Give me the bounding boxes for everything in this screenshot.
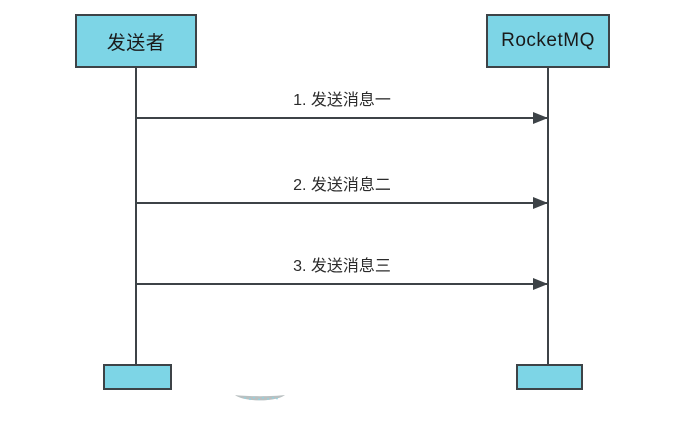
message-2-label: 2. 发送消息二 bbox=[293, 177, 391, 194]
ellipse-sliver-artifact bbox=[235, 395, 285, 401]
lifeline-foot-sender bbox=[103, 364, 172, 390]
message-2-line bbox=[136, 202, 548, 204]
arrowhead-right-icon bbox=[533, 278, 548, 290]
message-1-label: 1. 发送消息一 bbox=[293, 92, 391, 109]
actor-box-rocketmq: RocketMQ bbox=[486, 14, 610, 68]
actor-sender-label: 发送者 bbox=[106, 32, 166, 54]
actor-rocketmq-label: RocketMQ bbox=[501, 30, 595, 51]
lifeline-sender bbox=[135, 68, 137, 364]
message-3-line bbox=[136, 283, 548, 285]
actor-box-sender: 发送者 bbox=[75, 14, 197, 68]
lifeline-rocketmq bbox=[547, 68, 549, 364]
message-1-line bbox=[136, 117, 548, 119]
lifeline-foot-rocketmq bbox=[516, 364, 583, 390]
arrowhead-right-icon bbox=[533, 112, 548, 124]
arrowhead-right-icon bbox=[533, 197, 548, 209]
message-3-label: 3. 发送消息三 bbox=[293, 258, 391, 275]
